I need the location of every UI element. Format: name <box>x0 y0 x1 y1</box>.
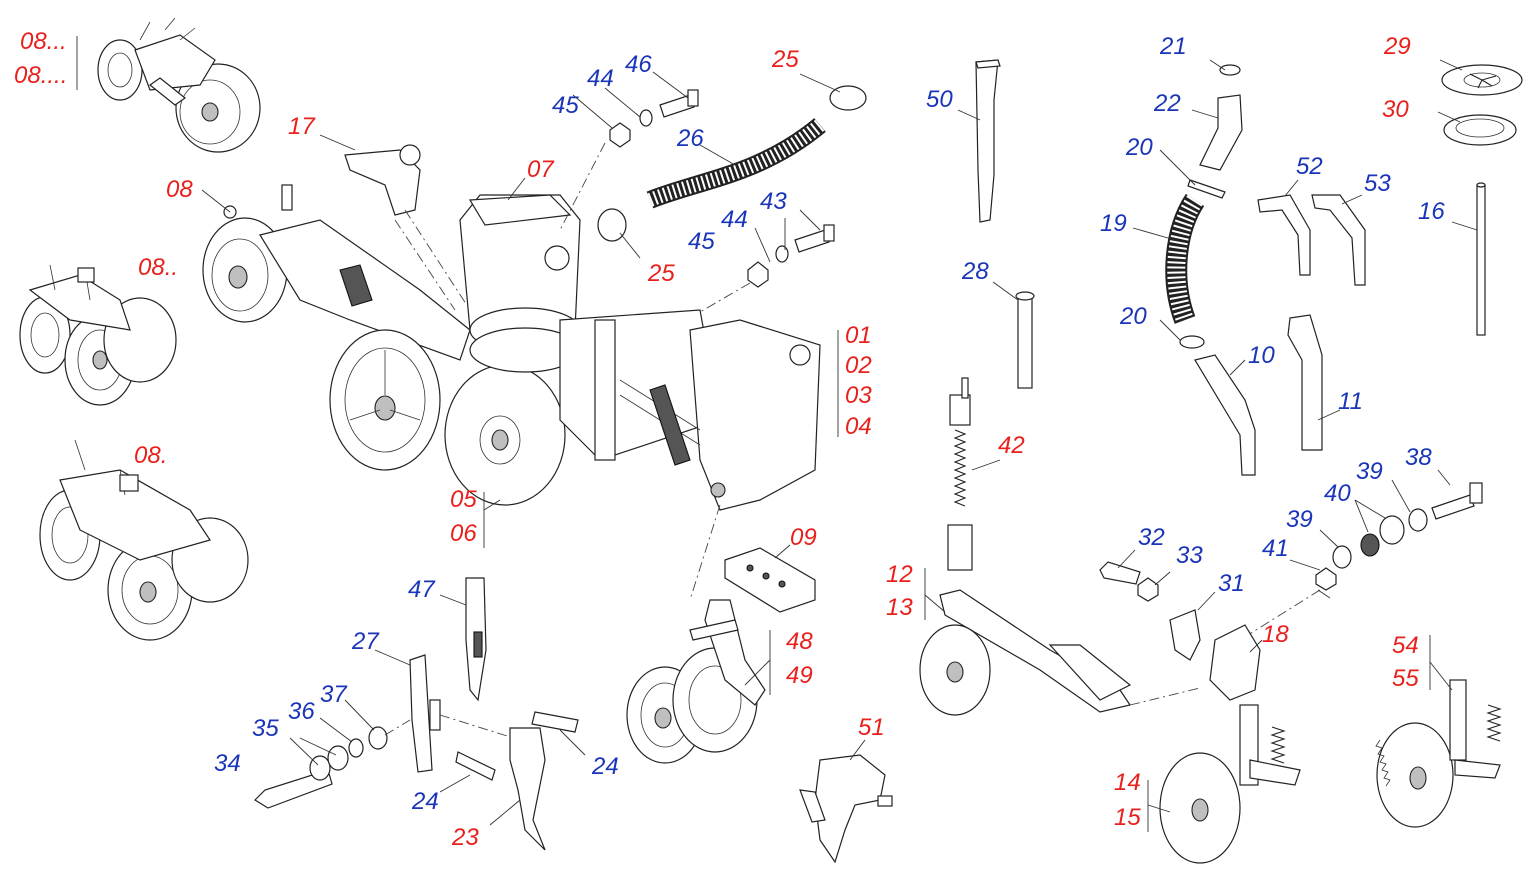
main-row-unit-assembly <box>202 144 821 511</box>
label-54: 54 <box>1392 632 1419 659</box>
label-20-lower: 20 <box>1120 303 1147 330</box>
label-06: 06 <box>450 520 477 547</box>
label-47: 47 <box>408 576 435 603</box>
label-49: 49 <box>786 662 813 689</box>
label-02: 02 <box>845 352 872 379</box>
label-04: 04 <box>845 413 872 440</box>
label-12: 12 <box>886 561 913 588</box>
label-16: 16 <box>1418 198 1445 225</box>
notched-disc-54-55 <box>1375 635 1502 828</box>
label-08: 08 <box>166 176 193 203</box>
label-23: 23 <box>452 824 479 851</box>
label-13: 13 <box>886 594 913 621</box>
label-27: 27 <box>352 628 379 655</box>
label-55: 55 <box>1392 665 1419 692</box>
row-unit-variant-08-triple-dot <box>97 17 261 153</box>
label-46: 46 <box>625 51 652 78</box>
label-18: 18 <box>1262 621 1289 648</box>
label-11: 11 <box>1338 388 1363 415</box>
label-41: 41 <box>1262 535 1289 562</box>
seed-tube-47 <box>439 577 487 702</box>
label-33: 33 <box>1176 542 1203 569</box>
label-30: 30 <box>1382 96 1409 123</box>
label-22: 22 <box>1154 90 1181 117</box>
label-17: 17 <box>288 113 315 140</box>
label-44-upper: 44 <box>587 65 614 92</box>
label-32: 32 <box>1138 524 1165 551</box>
label-03: 03 <box>845 382 872 409</box>
label-40: 40 <box>1324 480 1351 507</box>
label-09: 09 <box>790 524 817 551</box>
closing-wheel-48-49 <box>626 599 771 764</box>
label-05: 05 <box>450 486 477 513</box>
bracket-18-and-disc-14-15 <box>1147 624 1301 864</box>
label-44-lower: 44 <box>721 206 748 233</box>
hose-set-19-22 <box>1132 59 1256 476</box>
bolt-set-lower <box>747 224 835 288</box>
seed-plate-29-30 <box>1437 59 1523 146</box>
main-leaders <box>76 36 841 548</box>
label-08-quad-dot: 08.... <box>14 62 68 89</box>
label-45-lower: 45 <box>688 228 715 255</box>
label-45-upper: 45 <box>552 92 579 119</box>
label-51: 51 <box>858 714 885 741</box>
row-unit-variant-08-single-dot <box>39 439 249 641</box>
tube-28 <box>992 281 1035 389</box>
label-25-lower: 25 <box>648 260 675 287</box>
label-19: 19 <box>1100 210 1127 237</box>
fastener-stack-38-41 <box>1239 469 1483 641</box>
label-26: 26 <box>677 125 704 152</box>
label-31: 31 <box>1218 570 1245 597</box>
label-34: 34 <box>214 750 241 777</box>
label-39-upper: 39 <box>1356 458 1383 485</box>
label-08-triple-dot: 08... <box>20 28 67 55</box>
label-43: 43 <box>760 188 787 215</box>
seed-hose-26 <box>597 85 867 242</box>
label-08-single-dot: 08. <box>134 442 168 469</box>
label-50: 50 <box>926 86 953 113</box>
spring-assembly-42 <box>947 377 1001 571</box>
label-15: 15 <box>1114 804 1141 831</box>
label-07: 07 <box>527 156 554 183</box>
label-29: 29 <box>1384 33 1411 60</box>
knife-23-and-plates-24 <box>439 711 586 851</box>
label-48: 48 <box>786 628 813 655</box>
label-08-double-dot: 08.. <box>138 254 179 281</box>
label-36: 36 <box>288 698 315 725</box>
seed-tube-50 <box>957 59 1001 223</box>
label-24-right: 24 <box>592 753 619 780</box>
label-25-upper: 25 <box>772 46 799 73</box>
tubes-52-53-11 <box>1257 179 1366 451</box>
label-37: 37 <box>320 681 347 708</box>
arm-12-13 <box>919 568 1201 716</box>
label-28: 28 <box>962 258 989 285</box>
label-35: 35 <box>252 715 279 742</box>
label-38: 38 <box>1405 444 1432 471</box>
label-52: 52 <box>1296 153 1323 180</box>
label-21: 21 <box>1160 33 1187 60</box>
label-10: 10 <box>1248 342 1275 369</box>
bolt-set-upper <box>609 89 699 148</box>
label-53: 53 <box>1364 170 1391 197</box>
rod-16 <box>1451 182 1486 336</box>
label-42: 42 <box>998 432 1025 459</box>
label-39-lower: 39 <box>1286 506 1313 533</box>
label-14: 14 <box>1114 769 1141 796</box>
label-01: 01 <box>845 322 872 349</box>
fastener-stack-31-33 <box>1099 549 1216 661</box>
row-unit-variant-08-double-dot <box>19 264 177 406</box>
label-24-left: 24 <box>412 788 439 815</box>
label-20-upper: 20 <box>1126 134 1153 161</box>
cultivator-51 <box>799 739 893 864</box>
shank-27 <box>374 649 441 773</box>
fastener-stack-34-37 <box>254 699 521 809</box>
buffer-block-09 <box>689 504 816 613</box>
